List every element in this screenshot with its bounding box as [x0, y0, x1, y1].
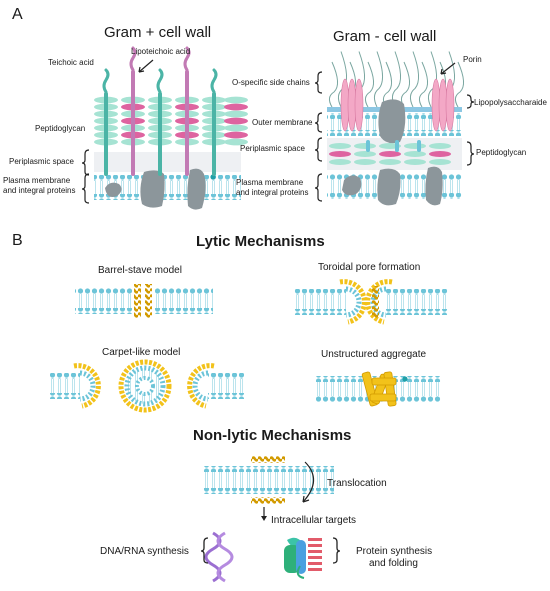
outer-membrane-label: Outer membrane — [252, 118, 313, 127]
gram-negative-wall — [327, 51, 464, 206]
periplasmic-left-label: Periplasmic space — [9, 157, 74, 166]
carpet-like-diagram — [50, 359, 244, 413]
translocation-label: Translocation — [327, 478, 387, 489]
o-specific-label: O-specific side chains — [232, 78, 310, 87]
dna-rna-label: DNA/RNA synthesis — [100, 546, 189, 557]
translocation-diagram — [202, 456, 334, 521]
unstructured-aggregate-diagram — [316, 371, 441, 407]
intracellular-label: Intracellular targets — [271, 515, 357, 526]
lipoteichoic-acid-label: Lipoteichoic acid — [131, 47, 191, 56]
gram-positive-title: Gram + cell wall — [104, 24, 212, 41]
unstructured-label: Unstructured aggregate — [321, 349, 427, 360]
porin-label: Porin — [463, 55, 482, 64]
panel-a-brackets — [81, 59, 475, 204]
gram-positive-wall — [94, 46, 248, 210]
gram-negative-title: Gram - cell wall — [333, 28, 437, 45]
toroidal-pore-diagram — [294, 279, 448, 325]
protein-graphic — [284, 536, 322, 579]
lps-label: Lipopolysaccharaide — [474, 98, 547, 107]
carpet-label: Carpet-like model — [102, 347, 181, 358]
barrel-stave-diagram — [75, 284, 213, 318]
nonlytic-title: Non-lytic Mechanisms — [193, 427, 352, 444]
plasma-left-label-1: Plasma membrane — [3, 176, 71, 185]
peptidoglycan-right-label: Peptidoglycan — [476, 148, 527, 157]
teichoic-acid-label: Teichoic acid — [48, 58, 94, 67]
plasma-right-label-2: and integral proteins — [236, 188, 309, 197]
dna-rna-graphic — [204, 531, 234, 583]
panel-b-braces — [200, 537, 341, 564]
lytic-title: Lytic Mechanisms — [196, 233, 325, 250]
peptidoglycan-left-label: Peptidoglycan — [35, 124, 86, 133]
plasma-right-label-1: Plasma membrane — [236, 178, 304, 187]
protein-label-2: and folding — [369, 558, 418, 569]
panel-b-letter: B — [12, 232, 23, 249]
plasma-left-label-2: and integral proteins — [3, 186, 76, 195]
protein-label-1: Protein synthesis — [356, 546, 433, 557]
panel-a-letter: A — [12, 6, 23, 23]
toroidal-label: Toroidal pore formation — [318, 262, 421, 273]
barrel-stave-label: Barrel-stave model — [98, 265, 182, 276]
periplasmic-right-label: Periplasmic space — [240, 144, 305, 153]
